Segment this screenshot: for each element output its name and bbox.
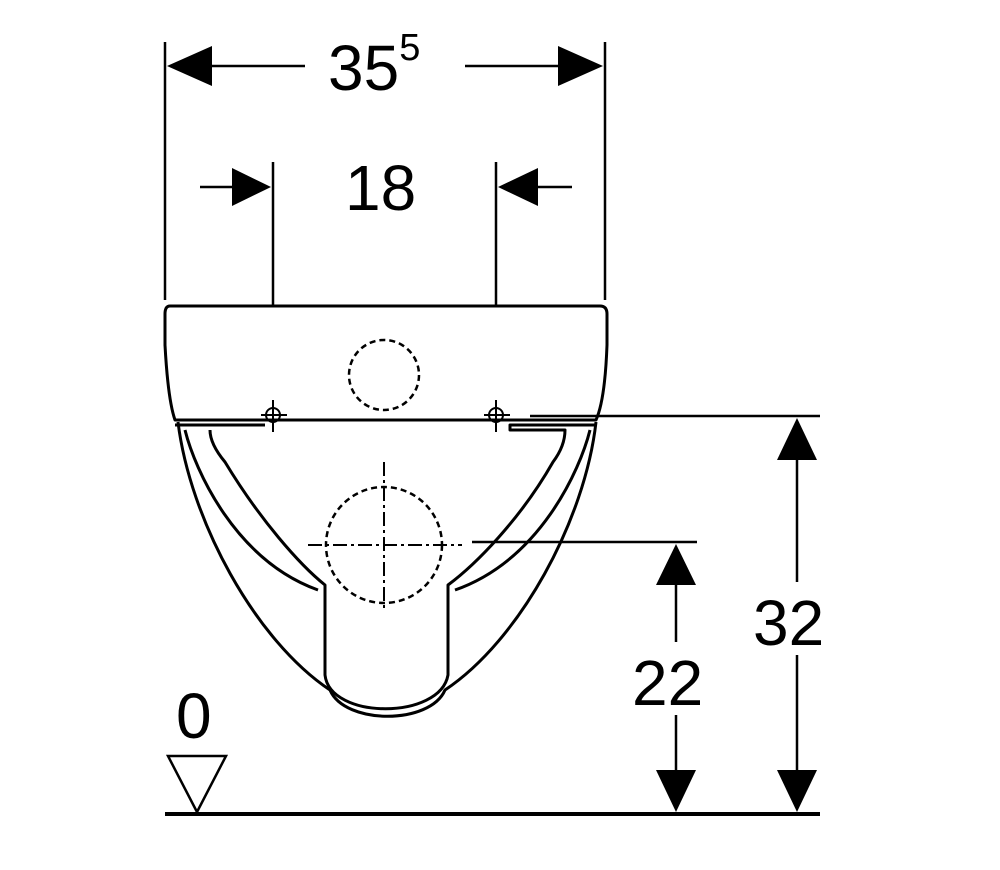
wc-rim-details (183, 429, 592, 592)
inlet-connection-circle (347, 338, 421, 412)
fixing-height-label: 32 (753, 587, 824, 659)
outlet-arrow-up (656, 544, 696, 585)
fixing-height-arrow-down (777, 770, 817, 812)
fixing-point-right (484, 400, 510, 432)
arrowhead-right (558, 46, 603, 86)
outlet-height-dimension (656, 544, 696, 812)
fixing-arrow-left (232, 168, 271, 206)
outlet-arrow-down (656, 770, 696, 812)
fixing-point-left (261, 400, 287, 432)
outlet-centreline (308, 462, 462, 612)
floor-level-label: 0 (176, 680, 212, 752)
fixing-height-arrow-up (777, 418, 817, 460)
wc-inner-rim (208, 423, 596, 711)
arrowhead-left (167, 46, 212, 86)
overall-width-label: 355 (328, 27, 420, 104)
fixing-arrow-right (498, 168, 538, 206)
reference-lines (472, 414, 820, 544)
fixing-height-dimension (777, 418, 817, 812)
level-triangle-icon (165, 754, 229, 815)
wc-top-block (163, 304, 609, 422)
overall-width-dimension (163, 42, 607, 300)
fixing-centres-label: 18 (345, 152, 416, 224)
wc-body (163, 304, 609, 718)
outlet-height-label: 22 (632, 647, 703, 719)
